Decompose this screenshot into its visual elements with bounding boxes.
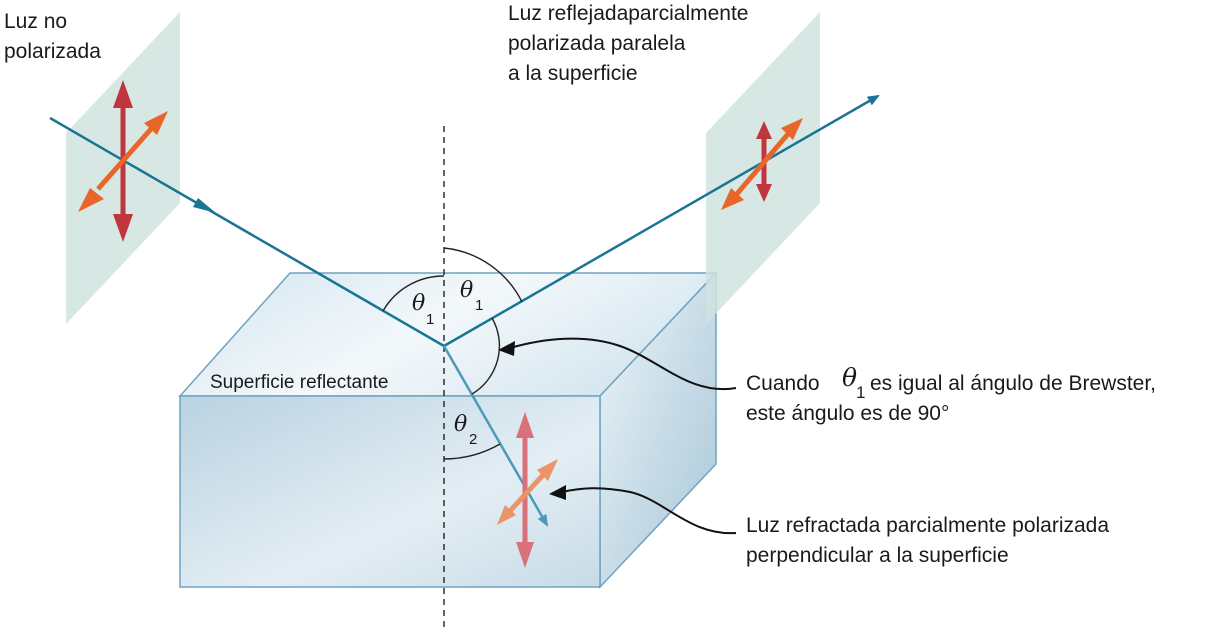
- refracted-vertical-head-up: [516, 412, 534, 438]
- brewster-theta-symbol: θ: [842, 363, 857, 392]
- horizontal-arrowhead-upper: [144, 111, 168, 135]
- theta2-symbol: θ: [454, 412, 467, 437]
- theta2-arc: [443, 443, 501, 460]
- reflected-label-line3: a la superficie: [508, 62, 638, 85]
- refracted-vertical-head-down: [516, 542, 534, 568]
- refracted-horizontal-head-lower: [497, 505, 516, 525]
- unpolarized-arrows: [78, 80, 168, 242]
- refracted-horizontal-arrow: [508, 472, 546, 513]
- theta2-subscript: 2: [469, 431, 477, 448]
- brewster-callout-arrowhead: [498, 341, 515, 356]
- incident-ray-arrowhead: [193, 198, 216, 213]
- reflected-label-line2: polarizada paralela: [508, 32, 686, 55]
- vertical-arrowhead-up: [113, 80, 133, 108]
- reflected-label-line1: Luz reflejadaparcialmente: [508, 2, 748, 25]
- theta1-incident-arc: [382, 275, 445, 312]
- brewster-label-line2: este ángulo es de 90°: [746, 402, 949, 425]
- theta1-incident-symbol: θ: [412, 291, 425, 316]
- horizontal-arrowhead-lower: [78, 188, 104, 212]
- refracted-ray: [442, 345, 549, 527]
- refracted-callout-arrowhead: [549, 485, 566, 500]
- unpolarized-label-line1: Luz no: [4, 10, 67, 33]
- refracted-horizontal-head-upper: [537, 459, 558, 481]
- theta1-incident-subscript: 1: [426, 311, 434, 328]
- brewster-label-cuando: Cuando: [746, 372, 820, 395]
- theta1-reflected-symbol: θ: [460, 278, 473, 303]
- refracted-callout-line: [561, 487, 737, 535]
- brewster-theta-subscript: 1: [856, 383, 865, 402]
- incident-ray: [49, 116, 445, 348]
- surface-label: Superficie reflectante: [210, 372, 389, 393]
- brewster-callout-line: [509, 337, 737, 391]
- reflected-ray: [443, 94, 880, 348]
- reflected-horizontal-head-lower: [721, 188, 744, 210]
- refracted-polarization-arrows: [497, 412, 558, 568]
- block-front-face: [179, 395, 601, 588]
- unpolarized-label-line2: polarizada: [4, 40, 101, 63]
- theta1-reflected-subscript: 1: [475, 297, 483, 314]
- horizontal-polarization-arrow: [96, 127, 153, 191]
- theta1-reflected-arc: [443, 247, 523, 303]
- refracted-label-line1: Luz refractada parcialmente polarizada: [746, 514, 1109, 537]
- vertical-arrowhead-down: [113, 214, 133, 242]
- reflected-vertical-head-down: [756, 184, 772, 202]
- brewster-label-rest: es igual al ángulo de Brewster,: [870, 372, 1156, 395]
- reflected-horizontal-arrow: [734, 132, 790, 197]
- refracted-label-line2: perpendicular a la superficie: [746, 544, 1009, 567]
- reflected-horizontal-head-upper: [781, 118, 803, 140]
- reflected-polarization-arrows: [721, 118, 803, 210]
- reflected-vertical-head-up: [756, 121, 772, 139]
- glass-block: [178, 271, 718, 589]
- ninety-degree-arc: [471, 317, 501, 395]
